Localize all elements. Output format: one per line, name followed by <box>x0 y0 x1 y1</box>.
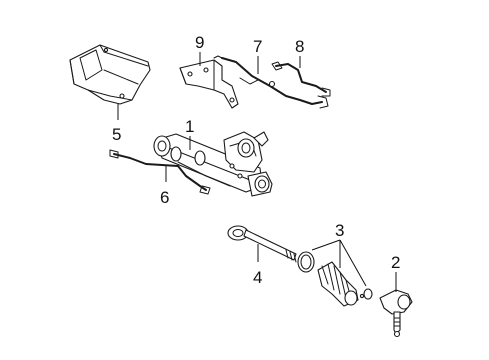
callout-6: 6 <box>160 188 169 207</box>
outer-tie-rod-end-part-2 <box>379 289 413 338</box>
gear-assembly-part-1 <box>153 131 273 197</box>
callout-4: 4 <box>253 268 262 287</box>
callout-3: 3 <box>335 221 344 240</box>
callout-2: 2 <box>391 253 400 272</box>
callout-5: 5 <box>112 125 121 144</box>
leader-lines-3 <box>311 239 367 287</box>
return-line-part-8 <box>271 61 331 97</box>
heat-shield-part-5 <box>69 44 151 105</box>
callout-1: 1 <box>185 117 194 136</box>
transfer-tube-part-6 <box>109 149 211 195</box>
callout-8: 8 <box>295 37 304 56</box>
callout-7: 7 <box>253 37 262 56</box>
hose-part-7 <box>213 55 329 109</box>
inner-tie-rod-part-4 <box>227 225 297 263</box>
boot-kit-part-3 <box>297 251 373 307</box>
bracket-part-9 <box>179 59 239 109</box>
callout-9: 9 <box>195 33 204 52</box>
